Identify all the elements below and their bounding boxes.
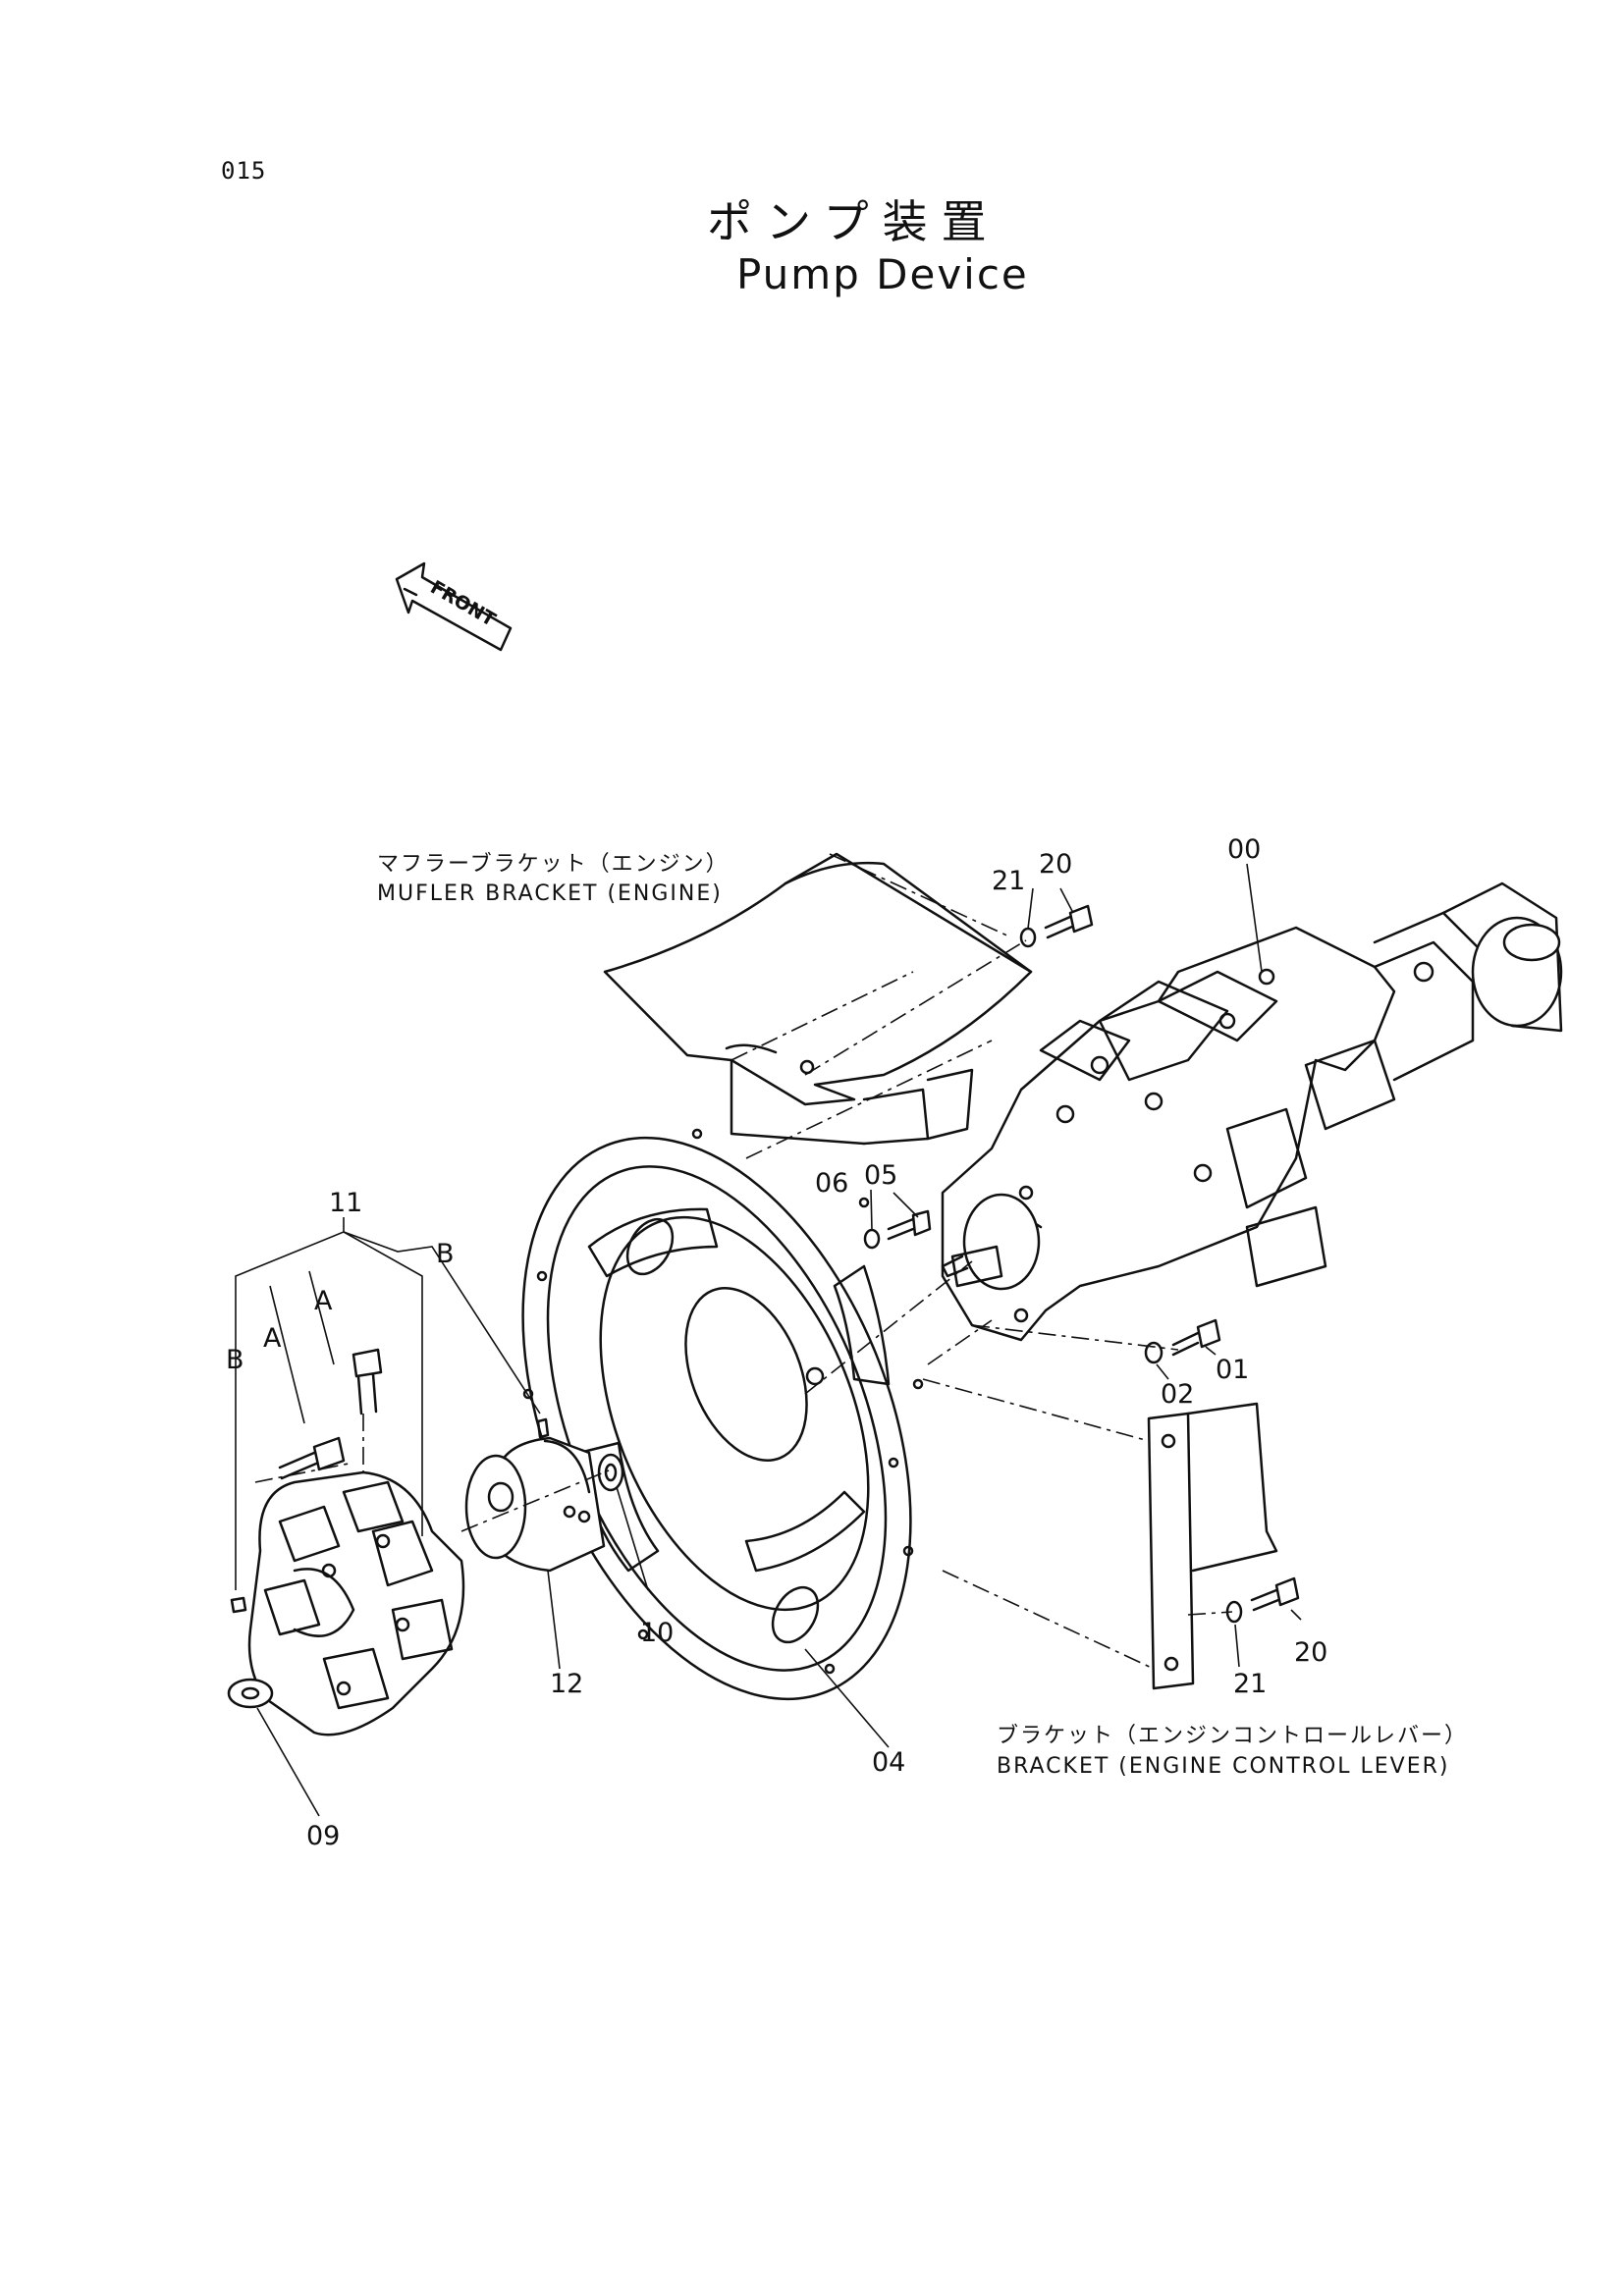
callout-00: 00	[1227, 834, 1262, 865]
muffler-bracket	[603, 852, 1033, 1146]
coupling-bolt-a-horizontal	[278, 1436, 346, 1480]
pin-b	[230, 1596, 247, 1614]
callout-21-bottom: 21	[1233, 1669, 1268, 1699]
bearing-10	[597, 1453, 624, 1492]
front-arrow-icon: FRONT	[395, 561, 513, 652]
callout-a-left: A	[263, 1323, 282, 1354]
callout-20-bottom: 20	[1294, 1637, 1328, 1668]
muffler-bracket-label-jp: マフラーブラケット（エンジン）	[377, 852, 730, 877]
callout-05: 05	[864, 1160, 898, 1191]
page-title-japanese: ポンプ装置	[707, 195, 1001, 248]
callout-01: 01	[1216, 1355, 1250, 1385]
control-bracket-label-en: BRACKET (ENGINE CONTROL LEVER)	[997, 1754, 1450, 1779]
callout-09: 09	[306, 1821, 341, 1851]
callout-06: 06	[815, 1168, 849, 1199]
control-lever-bracket	[1147, 1402, 1278, 1690]
flexible-coupling	[247, 1470, 465, 1736]
callout-b-mid: B	[436, 1239, 455, 1269]
pump-bolt-05	[887, 1209, 932, 1241]
callout-10: 10	[640, 1618, 675, 1648]
washer-06	[863, 1228, 881, 1250]
muffler-bracket-label-en: MUFLER BRACKET (ENGINE)	[377, 881, 723, 906]
callout-02: 02	[1161, 1379, 1195, 1410]
page-number: 015	[221, 157, 267, 185]
muffler-bolt-20	[1044, 904, 1094, 939]
main-pump	[941, 881, 1563, 1342]
flywheel-housing	[521, 1128, 924, 1701]
bracket-bolt-20	[1250, 1576, 1300, 1612]
control-bracket-label-jp: ブラケット（エンジンコントロールレバー）	[997, 1724, 1469, 1748]
callout-12: 12	[550, 1669, 584, 1699]
callout-04: 04	[872, 1747, 906, 1778]
pin-small	[536, 1417, 550, 1439]
callout-b-left: B	[226, 1345, 244, 1375]
callout-20-top: 20	[1039, 849, 1073, 880]
page-title-english: Pump Device	[736, 250, 1029, 298]
coupling-hub	[464, 1436, 606, 1573]
washer-21-top	[1019, 927, 1037, 948]
washer-02	[1144, 1341, 1163, 1364]
callout-21-top: 21	[992, 866, 1026, 896]
coupling-bolt-a-vertical	[352, 1348, 383, 1415]
pump-bolt-01	[1171, 1318, 1221, 1357]
callout-11: 11	[329, 1188, 363, 1218]
plate-09	[227, 1678, 274, 1709]
callout-a-mid: A	[314, 1286, 333, 1316]
